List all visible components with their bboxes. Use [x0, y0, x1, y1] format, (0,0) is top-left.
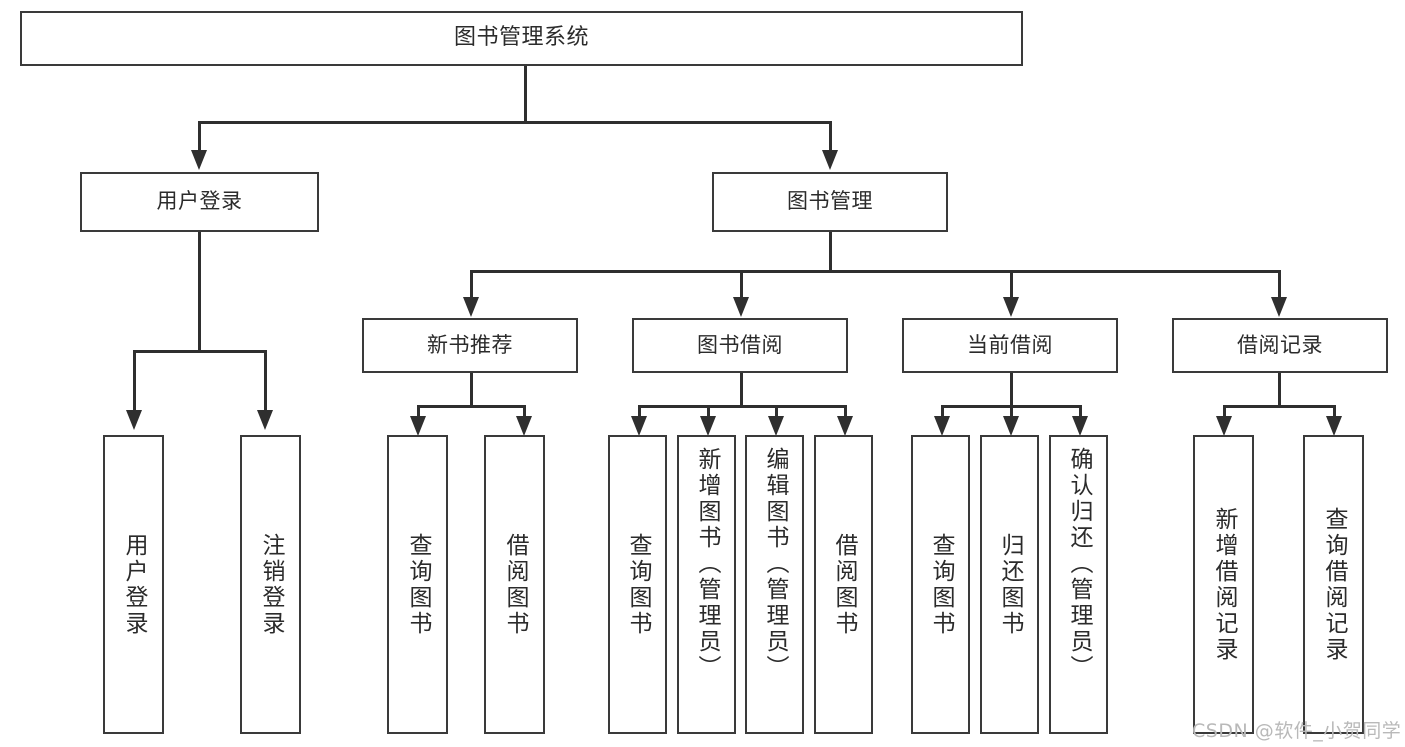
connector-book-manage-drop-1: [470, 270, 473, 300]
connector-book-borrow-drop-3: [775, 405, 778, 419]
connector-book-manage-bar: [470, 270, 1279, 273]
node-label: 新增借阅记录: [1211, 506, 1238, 663]
arrow-to-book-borrow: [733, 297, 749, 317]
leaf-borrow-book-recommend[interactable]: 借阅图书: [484, 435, 545, 734]
connector-book-manage-drop-3: [1010, 270, 1013, 300]
node-label: 借阅图书: [502, 532, 529, 637]
node-label: 编辑图书（管理员）: [762, 447, 789, 681]
connector-current-borrow-drop-3: [1079, 405, 1082, 419]
node-label: 查询图书: [405, 532, 432, 637]
node-new-book-recommend[interactable]: 新书推荐: [362, 318, 578, 373]
connector-user-login-stem: [198, 232, 201, 351]
connector-book-manage-drop-2: [740, 270, 743, 300]
connector-book-borrow-drop-1: [638, 405, 641, 419]
leaf-return-book[interactable]: 归还图书: [980, 435, 1039, 734]
connector-root-bar: [198, 121, 831, 124]
connector-borrow-records-drop-2: [1333, 405, 1336, 419]
connector-root-left-drop: [198, 121, 201, 153]
node-label: 借阅图书: [831, 532, 858, 637]
arrow-to-leaf-query-record: [1326, 416, 1342, 436]
connector-borrow-records-bar: [1223, 405, 1335, 408]
arrow-to-leaf-logout: [257, 410, 273, 430]
leaf-add-book-admin[interactable]: 新增图书（管理员）: [677, 435, 736, 734]
connector-book-manage-drop-4: [1278, 270, 1281, 300]
leaf-query-borrow-record[interactable]: 查询借阅记录: [1303, 435, 1364, 734]
connector-book-borrow-bar: [638, 405, 846, 408]
arrow-to-leaf-user-login: [126, 410, 142, 430]
leaf-user-login[interactable]: 用户登录: [103, 435, 164, 734]
connector-new-book-drop-2: [523, 405, 526, 419]
node-borrow-records[interactable]: 借阅记录: [1172, 318, 1388, 373]
connector-current-borrow-drop-2: [1010, 405, 1013, 419]
arrow-to-borrow-records: [1271, 297, 1287, 317]
node-label: 查询借阅记录: [1321, 506, 1348, 663]
leaf-query-book-borrow[interactable]: 查询图书: [608, 435, 667, 734]
node-label: 查询图书: [625, 532, 652, 637]
leaf-edit-book-admin[interactable]: 编辑图书（管理员）: [745, 435, 804, 734]
connector-current-borrow-stem: [1010, 373, 1013, 406]
arrow-to-leaf-return-book: [1003, 416, 1019, 436]
node-label: 用户登录: [121, 532, 148, 637]
connector-user-login-bar: [133, 350, 266, 353]
node-label: 归还图书: [997, 532, 1024, 637]
node-label: 新增图书（管理员）: [694, 447, 721, 681]
connector-book-borrow-drop-4: [844, 405, 847, 419]
connector-book-manage-stem: [829, 232, 832, 271]
leaf-logout[interactable]: 注销登录: [240, 435, 301, 734]
arrow-to-leaf-add-book: [700, 416, 716, 436]
node-label: 借阅记录: [1237, 332, 1323, 357]
connector-book-borrow-drop-2: [707, 405, 710, 419]
arrow-to-leaf-borrow-book-1: [516, 416, 532, 436]
arrow-to-leaf-borrow-book-2: [837, 416, 853, 436]
arrow-to-user-login: [191, 150, 207, 170]
arrow-to-book-manage: [822, 150, 838, 170]
arrow-to-leaf-query-book-1: [410, 416, 426, 436]
leaf-confirm-return-admin[interactable]: 确认归还（管理员）: [1049, 435, 1108, 734]
connector-new-book-drop-1: [417, 405, 420, 419]
node-label: 查询图书: [928, 532, 955, 637]
leaf-query-book-current[interactable]: 查询图书: [911, 435, 970, 734]
node-label: 用户登录: [156, 189, 243, 214]
node-label: 新书推荐: [427, 332, 513, 357]
connector-root-right-drop: [829, 121, 832, 153]
connector-root-stem: [524, 66, 527, 122]
node-label: 图书管理系统: [453, 25, 589, 51]
arrow-to-current-borrow: [1003, 297, 1019, 317]
leaf-add-borrow-record[interactable]: 新增借阅记录: [1193, 435, 1254, 734]
connector-new-book-bar: [417, 405, 525, 408]
connector-borrow-records-drop-1: [1223, 405, 1226, 419]
leaf-borrow-book[interactable]: 借阅图书: [814, 435, 873, 734]
connector-book-borrow-stem: [740, 373, 743, 406]
arrow-to-leaf-add-record: [1216, 416, 1232, 436]
node-current-borrow[interactable]: 当前借阅: [902, 318, 1118, 373]
leaf-query-book-recommend[interactable]: 查询图书: [387, 435, 448, 734]
connector-borrow-records-stem: [1278, 373, 1281, 406]
arrow-to-leaf-confirm-return: [1072, 416, 1088, 436]
arrow-to-leaf-edit-book: [768, 416, 784, 436]
node-label: 当前借阅: [967, 332, 1053, 357]
node-label: 注销登录: [258, 532, 285, 637]
node-root-system[interactable]: 图书管理系统: [20, 11, 1023, 66]
node-book-borrow[interactable]: 图书借阅: [632, 318, 848, 373]
connector-current-borrow-drop-1: [941, 405, 944, 419]
arrow-to-new-book-recommend: [463, 297, 479, 317]
node-label: 图书管理: [787, 189, 873, 214]
node-label: 图书借阅: [697, 332, 783, 357]
connector-user-login-drop-2: [264, 350, 267, 412]
arrow-to-leaf-query-book-3: [934, 416, 950, 436]
node-user-login[interactable]: 用户登录: [80, 172, 319, 232]
arrow-to-leaf-query-book-2: [631, 416, 647, 436]
node-book-manage[interactable]: 图书管理: [712, 172, 948, 232]
node-label: 确认归还（管理员）: [1066, 447, 1093, 681]
connector-user-login-drop-1: [133, 350, 136, 412]
connector-new-book-stem: [470, 373, 473, 406]
